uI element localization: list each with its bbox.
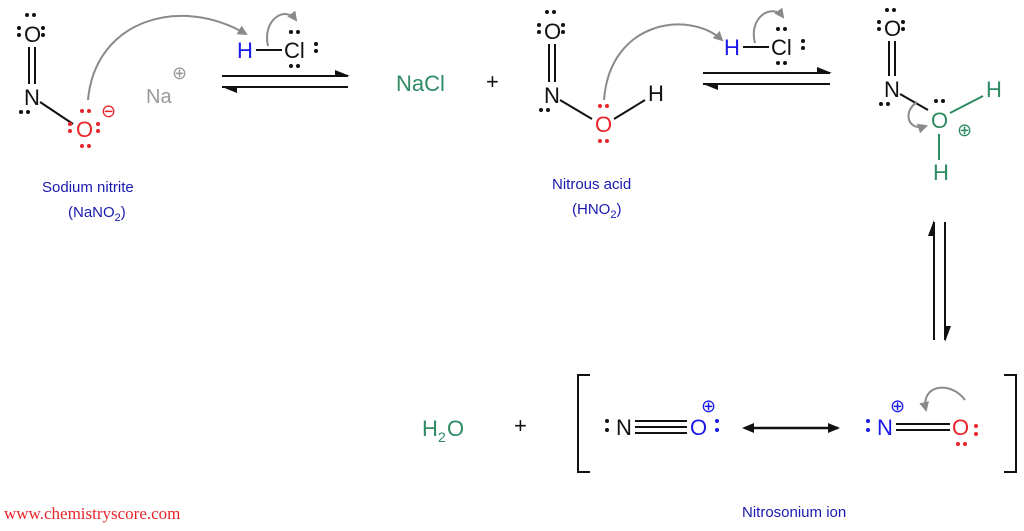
atom-na: Na <box>146 86 172 108</box>
nitrous-acid-label: Nitrous acid <box>552 176 631 193</box>
curved-arrow-4 <box>752 7 785 44</box>
nitrosonium-resonance-1: N O ⊕ <box>605 396 719 440</box>
nitrous-acid-formula: (HNO2) <box>572 201 621 221</box>
plus-sign-1: + <box>486 69 499 94</box>
plus-charge-icon: ⊕ <box>701 396 716 416</box>
nitrosonium-resonance-2: N ⊕ O <box>866 386 978 446</box>
atom-o-4: O <box>690 415 707 440</box>
plus-charge-icon: ⊕ <box>890 396 905 416</box>
atom-cl-2: Cl <box>771 35 792 60</box>
equilibrium-arrow-2 <box>703 67 832 90</box>
sodium-nitrite-structure: O N O ⊖ Na ⊕ <box>17 13 248 148</box>
left-bracket <box>577 374 590 473</box>
nitrous-acid-structure: O N O H <box>537 10 724 143</box>
sodium-nitrite-label: Sodium nitrite <box>42 179 134 196</box>
atom-o-water: O <box>447 416 464 441</box>
hcl-structure-1: H Cl <box>237 10 318 68</box>
atom-o-minus-1: O <box>76 117 93 142</box>
atom-o-2: O <box>595 112 612 137</box>
hcl-structure-2: H Cl <box>724 7 805 65</box>
plus-charge-icon: ⊕ <box>957 120 972 140</box>
equilibrium-arrow-1 <box>222 70 350 93</box>
lone-pairs-1 <box>17 13 100 148</box>
plus-charge-icon: ⊕ <box>172 63 187 83</box>
nacl-product: NaCl <box>396 71 445 96</box>
atom-h-water: H <box>422 416 438 441</box>
curved-arrow-5 <box>907 101 928 134</box>
atom-o-top-1: O <box>24 22 41 47</box>
curved-arrow-2 <box>266 10 298 47</box>
atom-n-1: N <box>24 85 40 110</box>
curved-arrow-6 <box>919 386 966 412</box>
minus-charge-icon: ⊖ <box>101 101 116 121</box>
water-product: H 2 O <box>422 416 464 445</box>
atom-h-hcl-2: H <box>724 35 740 60</box>
water-subscript: 2 <box>438 429 446 445</box>
website-footer: www.chemistryscore.com <box>4 504 180 523</box>
atom-o-top-2: O <box>544 19 561 44</box>
atom-h-3b: H <box>933 160 949 185</box>
nitrosonium-label: Nitrosonium ion <box>742 504 846 521</box>
curved-arrow-3 <box>603 23 724 101</box>
atom-h-3a: H <box>986 77 1002 102</box>
atom-h-2: H <box>648 81 664 106</box>
sodium-nitrite-formula: (NaNO2) <box>68 204 126 224</box>
atom-cl-1: Cl <box>284 38 305 63</box>
equilibrium-arrow-vertical <box>928 220 951 342</box>
atom-n-4: N <box>616 415 632 440</box>
right-bracket <box>1004 374 1017 473</box>
atom-o-3: O <box>931 108 948 133</box>
curved-arrow-1 <box>87 14 248 101</box>
atom-o-5: O <box>952 415 969 440</box>
atom-o-top-3: O <box>884 16 901 41</box>
atom-n-2: N <box>544 83 560 108</box>
protonated-nitrous-acid-structure: O N O H H ⊕ <box>877 8 1002 185</box>
atom-n-3: N <box>884 77 900 102</box>
atom-n-5: N <box>877 415 893 440</box>
atom-h-hcl-1: H <box>237 38 253 63</box>
plus-sign-2: + <box>514 413 527 438</box>
